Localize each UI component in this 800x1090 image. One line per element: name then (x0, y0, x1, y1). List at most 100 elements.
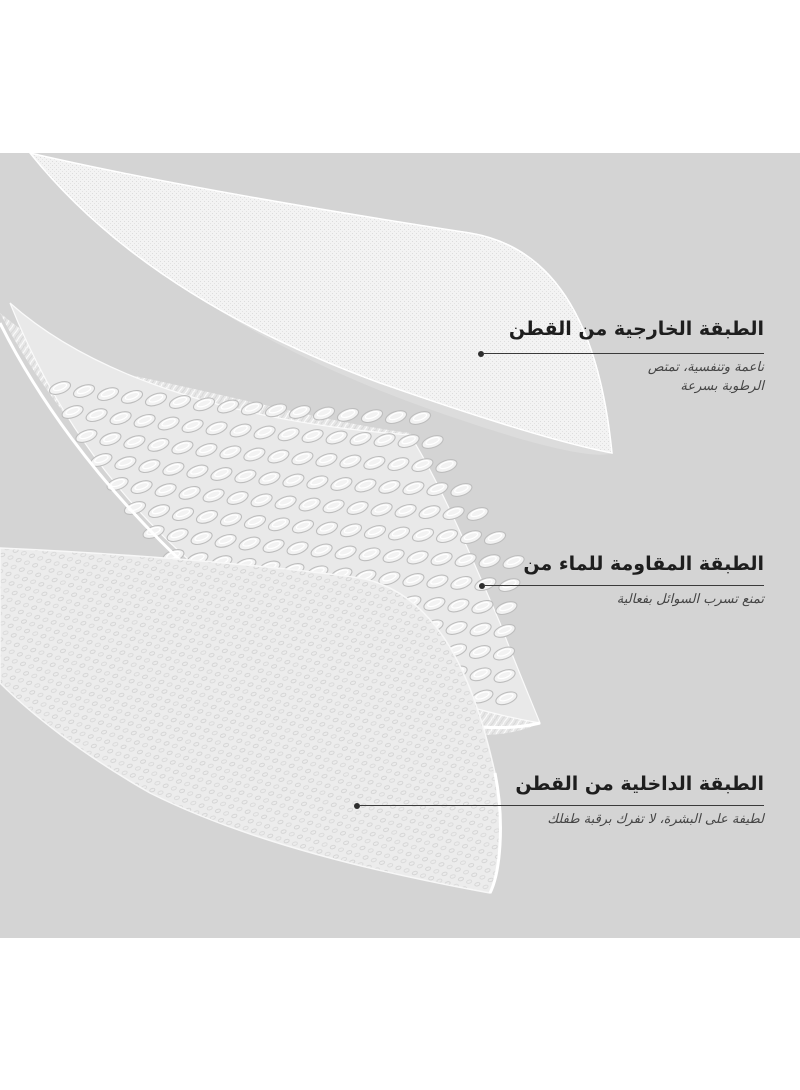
mesh-ring-highlight (166, 463, 181, 473)
mesh-ring-highlight (319, 454, 334, 464)
inner-layer-title: الطبقة الداخلية من القطن (515, 773, 764, 795)
waterproof-layer-description: تمنع تسرب السوائل بفعالية (434, 590, 764, 609)
mesh-ring-highlight (367, 457, 382, 467)
mesh-ring-highlight (499, 602, 514, 612)
mesh-ring-highlight (473, 669, 488, 678)
mesh-ring (408, 411, 432, 425)
mesh-ring-highlight (499, 693, 514, 702)
mesh-ring-highlight (425, 436, 440, 446)
mesh-ring-highlight (194, 532, 209, 542)
mesh-ring-highlight (473, 624, 488, 633)
mesh-ring-highlight (199, 444, 214, 454)
mesh-ring-highlight (506, 556, 521, 566)
mesh-ring-highlight (209, 423, 224, 432)
inner-layer-graphic (0, 547, 502, 894)
outer-layer-desc-line-2: الرطوبة بسرعة (680, 379, 764, 394)
mesh-ring-highlight (233, 425, 248, 434)
mesh-ring-highlight (454, 484, 469, 494)
mesh-ring-highlight (305, 430, 320, 440)
mesh-ring-highlight (281, 429, 296, 438)
mesh-ring-highlight (266, 540, 281, 550)
mesh-ring-highlight (496, 648, 512, 657)
mesh-ring-highlight (430, 483, 445, 493)
mesh-ring-highlight (151, 505, 167, 515)
mesh-ring-highlight (497, 670, 512, 680)
waterproof-layer-callout: الطبقة المقاومة للماء من (434, 553, 764, 575)
mesh-ring-highlight (386, 550, 401, 560)
mesh-ring-highlight (254, 495, 269, 504)
mesh-ring-highlight (196, 399, 212, 408)
mesh-ring-highlight (451, 600, 466, 609)
mesh-ring-highlight (218, 535, 233, 545)
waterproof-layer-title: الطبقة المقاومة للماء من (523, 553, 764, 575)
waterproof-layer-desc-line-1: تمنع تسرب السوائل بفعالية (616, 592, 764, 607)
mesh-ring-highlight (79, 430, 94, 440)
mesh-ring (466, 507, 489, 521)
mesh-ring-highlight (487, 532, 503, 542)
mesh-ring-highlight (262, 473, 277, 482)
mesh-ring (483, 531, 507, 545)
mesh-ring-highlight (406, 574, 421, 584)
mesh-ring (384, 410, 408, 425)
mesh-ring-highlight (100, 388, 116, 398)
mesh-ring-highlight (314, 545, 329, 554)
mesh-ring-highlight (127, 436, 142, 446)
outer-layer-callout: الطبقة الخارجية من القطن (434, 318, 764, 340)
mesh-ring (450, 483, 473, 497)
mesh-ring-highlight (382, 481, 397, 491)
mesh-ring-highlight (271, 519, 287, 528)
mesh-ring-highlight (362, 549, 377, 558)
mesh-ring-highlight (475, 691, 490, 700)
mesh-ring-highlight (238, 471, 253, 480)
mesh-ring-highlight (367, 526, 383, 536)
mesh-ring-highlight (230, 492, 245, 502)
mesh-ring-highlight (449, 622, 464, 632)
mesh-ring-highlight (158, 484, 173, 494)
mesh-ring-highlight (247, 516, 263, 526)
mesh-ring-highlight (118, 457, 133, 467)
mesh-ring-highlight (350, 502, 365, 512)
mesh-ring-highlight (343, 456, 358, 465)
mesh-ring-highlight (214, 468, 229, 478)
mesh-ring-highlight (89, 409, 104, 419)
mesh-ring-highlight (220, 401, 236, 410)
mesh-ring-highlight (412, 412, 428, 422)
mesh-ring-highlight (415, 459, 430, 469)
mesh-ring-highlight (439, 530, 455, 540)
mesh-ring-highlight (110, 478, 125, 488)
mesh-ring-highlight (463, 531, 479, 541)
mesh-ring-highlight (113, 412, 128, 422)
mesh-ring-highlight (185, 420, 200, 430)
mesh-ring-highlight (52, 382, 68, 392)
mesh-ring-highlight (170, 529, 185, 539)
mesh-ring-highlight (148, 394, 164, 403)
mesh-ring-highlight (175, 508, 191, 518)
mesh-ring-highlight (257, 427, 272, 436)
mesh-ring-highlight (415, 529, 431, 539)
mesh-ring (360, 409, 384, 424)
mesh-ring (421, 435, 444, 449)
mesh-ring-highlight (398, 505, 413, 515)
mesh-ring-highlight (334, 478, 349, 488)
mesh-ring-highlight (134, 481, 149, 491)
mesh-ring-highlight (374, 504, 389, 513)
mesh-ring-highlight (340, 409, 356, 419)
mesh-ring-highlight (161, 418, 176, 427)
mesh-ring-highlight (199, 511, 215, 521)
inner-layer-desc-line-1: لطيفة على البشرة، لا تفرك برقبة طفلك (547, 812, 764, 827)
mesh-ring-highlight (242, 538, 257, 547)
mesh-ring-highlight (94, 454, 109, 464)
mesh-ring-highlight (124, 391, 140, 401)
outer-layer-desc-line-1: ناعمة وتنفسية، تمتص (647, 360, 764, 375)
mesh-ring-highlight (65, 406, 80, 416)
mesh-ring-highlight (326, 501, 341, 510)
mesh-ring-highlight (475, 601, 490, 611)
mesh-ring-highlight (391, 458, 406, 468)
mesh-ring-highlight (470, 508, 485, 518)
mesh-ring-highlight (382, 573, 397, 582)
mesh-ring-highlight (338, 547, 353, 556)
mesh-ring-highlight (319, 523, 335, 532)
mesh-ring-highlight (377, 434, 392, 444)
mesh-ring-highlight (310, 477, 325, 486)
mesh-ring-highlight (223, 447, 238, 456)
